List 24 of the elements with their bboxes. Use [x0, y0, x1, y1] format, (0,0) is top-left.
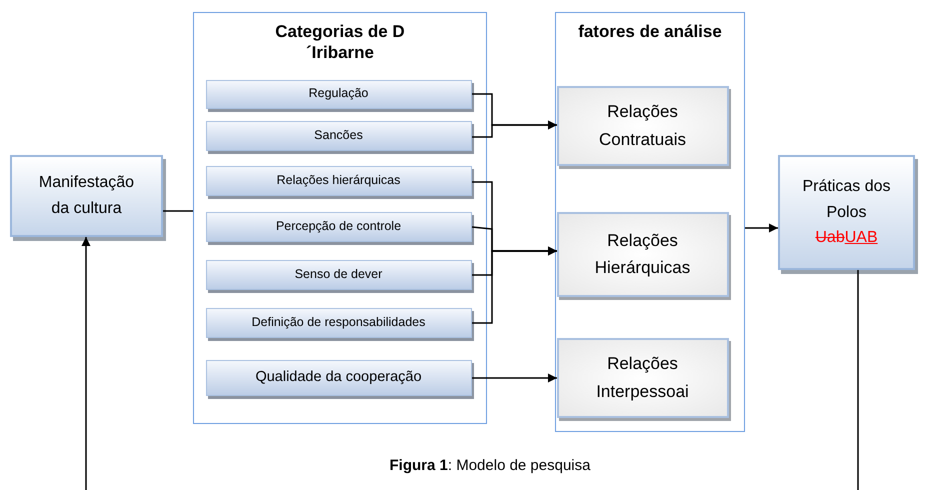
box-label: Relações hierárquicas	[276, 172, 402, 188]
box-label: Qualidade da cooperação	[254, 368, 423, 387]
arrow	[472, 246, 557, 324]
box-label: Relações Contratuais	[598, 101, 687, 150]
arrow	[472, 120, 557, 138]
inserted-text: UAB	[844, 229, 878, 246]
box-label: Percepção de controle	[274, 218, 402, 234]
box-label: Sancões	[313, 128, 364, 144]
box-label: Manifestação da cultura	[38, 173, 136, 219]
group-panel	[555, 12, 745, 432]
box-label: Relações Interpessoai	[595, 353, 690, 402]
group-panel	[193, 12, 487, 424]
box-label: Práticas dos Polos	[801, 177, 892, 223]
deleted-text: Uab	[815, 229, 845, 246]
arrow	[745, 224, 778, 232]
box-label: Regulação	[308, 86, 370, 102]
group-title: fatores de análise	[577, 21, 723, 42]
figure-caption: Figura 1: Modelo de pesquisa	[388, 457, 592, 474]
group-title: Categorias de D´Iribarne	[274, 21, 406, 64]
box-label: Senso de dever	[294, 266, 384, 282]
box-label: Definição de responsabilidades	[250, 314, 426, 330]
box-label: Relações Hierárquicas	[594, 230, 692, 279]
arrow	[82, 237, 90, 490]
arrow	[472, 374, 557, 382]
